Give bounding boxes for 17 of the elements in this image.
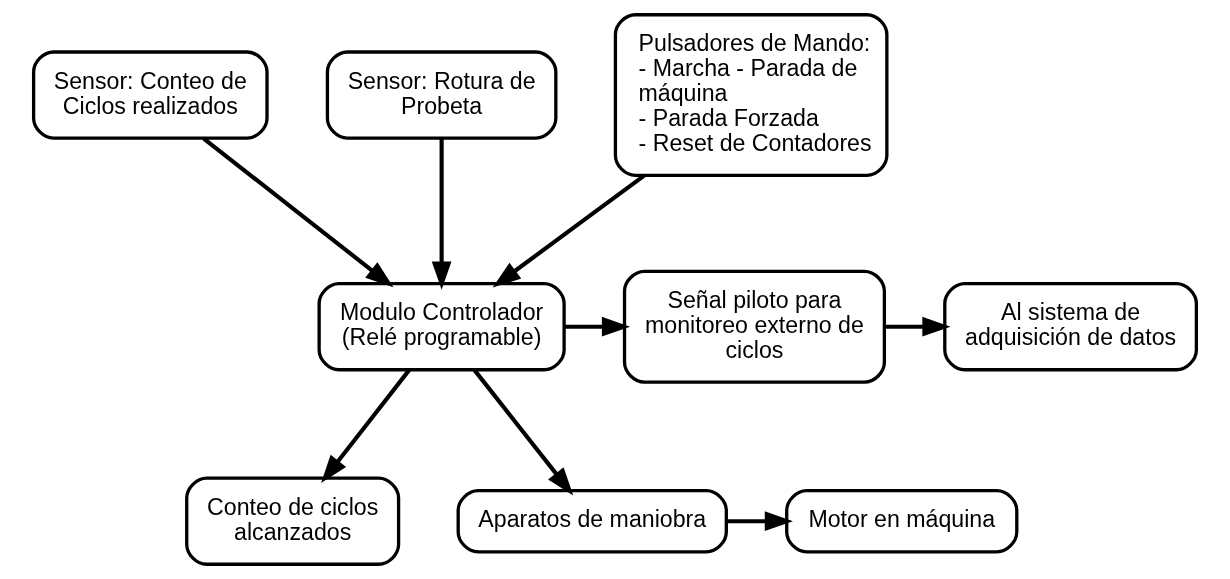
arrow <box>472 368 574 496</box>
node-box: Señal piloto para monitoreo externo de ciclos <box>622 269 887 384</box>
arrow <box>564 316 631 337</box>
arrow <box>884 316 951 337</box>
node-box: Conteo de ciclos alcanzados <box>185 476 401 566</box>
arrow <box>321 368 411 484</box>
node-box: Motor en máquina <box>785 488 1019 554</box>
node-box: Al sistema de adquisición de datos <box>943 282 1199 372</box>
node-box: Sensor: Conteo de Ciclos realizados <box>31 50 269 140</box>
arrow <box>726 511 793 532</box>
node-box: Aparatos de maniobra <box>456 488 728 554</box>
node-box: Modulo Controlador (Relé programable) <box>317 282 566 372</box>
arrow <box>202 136 394 288</box>
node-box: Pulsadores de Mando: - Marcha - Parada de máquina - Parada Forzada - Reset de Contadores <box>613 13 889 177</box>
node-box: Sensor: Rotura de Probeta <box>325 50 558 140</box>
arrow <box>492 173 646 288</box>
arrow <box>431 138 452 290</box>
